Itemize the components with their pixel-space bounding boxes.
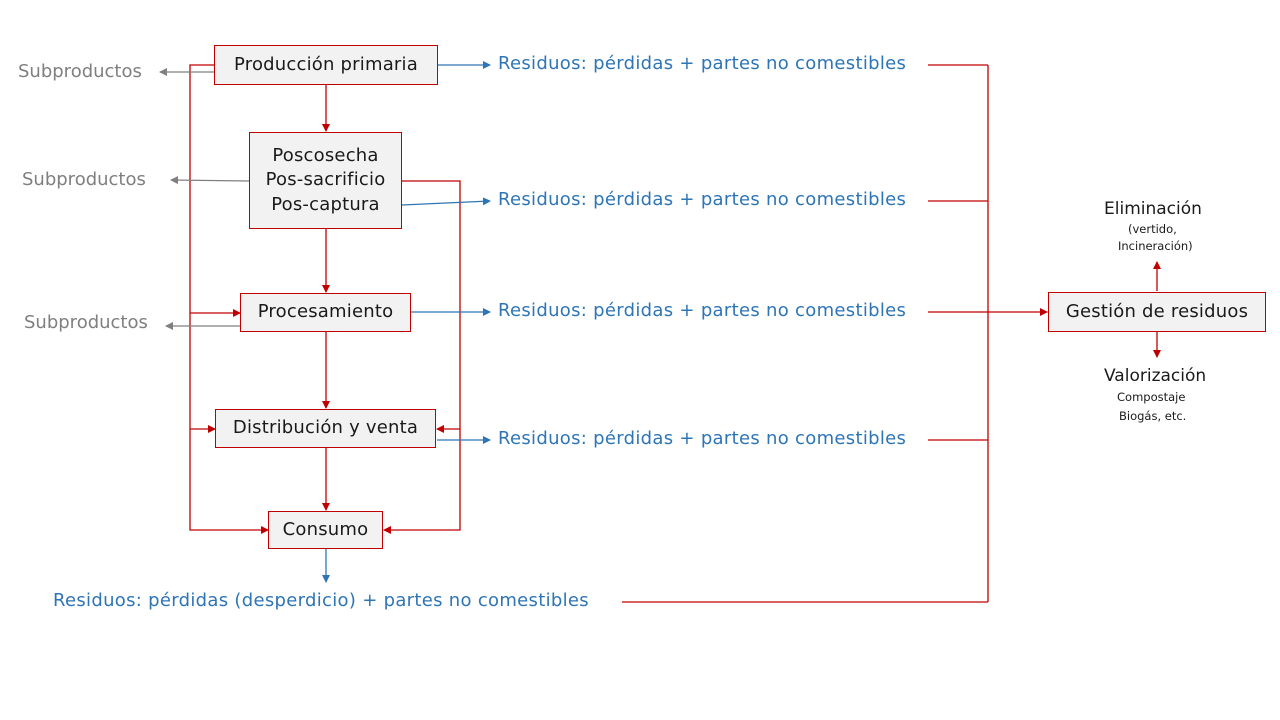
- valorizacion-title: Valorización: [1104, 366, 1207, 386]
- subproductos-label-2: Subproductos: [22, 169, 146, 190]
- left-bypass-line: [189, 64, 269, 534]
- arrow-residuos-2: [401, 197, 491, 206]
- box-gestion-residuos: Gestión de residuos: [1048, 292, 1266, 332]
- residuos-label-4: Residuos: pérdidas + partes no comestibl…: [498, 428, 907, 449]
- eliminacion-line-2: Incineración): [1118, 239, 1193, 253]
- box-poscosecha: Poscosecha Pos-sacrificio Pos-captura: [249, 132, 402, 229]
- residuos-label-3: Residuos: pérdidas + partes no comestibl…: [498, 300, 907, 321]
- subproductos-label-3: Subproductos: [24, 312, 148, 333]
- box-distribucion-venta: Distribución y venta: [215, 409, 436, 448]
- box-poscosecha-line-1: Poscosecha: [272, 145, 379, 167]
- right-bypass-line: [383, 180, 461, 534]
- box-poscosecha-line-2: Pos-sacrificio: [265, 169, 386, 191]
- box-poscosecha-line-3: Pos-captura: [271, 193, 380, 215]
- arrow-subproductos-2: [170, 176, 250, 185]
- eliminacion-title: Eliminación: [1104, 199, 1202, 219]
- valorizacion-line-2: Biogás, etc.: [1119, 409, 1187, 423]
- box-procesamiento: Procesamiento: [240, 293, 411, 332]
- residuos-label-2: Residuos: pérdidas + partes no comestibl…: [498, 189, 907, 210]
- residuos-label-1: Residuos: pérdidas + partes no comestibl…: [498, 53, 907, 74]
- residuos-consumo-label: Residuos: pérdidas (desperdicio) + parte…: [53, 590, 589, 611]
- box-produccion-primaria: Producción primaria: [214, 45, 438, 85]
- valorizacion-line-1: Compostaje: [1117, 390, 1186, 404]
- subproductos-label-1: Subproductos: [18, 61, 142, 82]
- eliminacion-line-1: (vertido,: [1128, 222, 1177, 236]
- box-consumo: Consumo: [268, 511, 383, 549]
